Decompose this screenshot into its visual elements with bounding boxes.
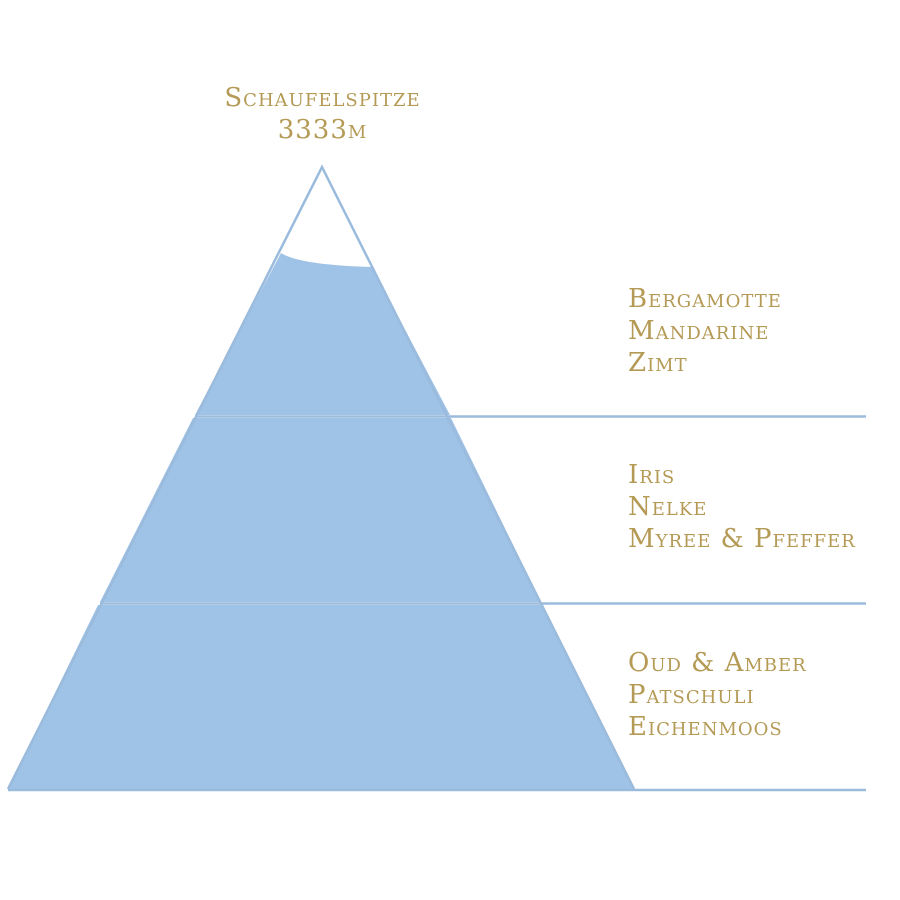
- pyramid-tier-top: [195, 253, 450, 415]
- note-item: Patschuli: [628, 680, 755, 710]
- note-item: Nelke: [628, 492, 708, 522]
- top-notes-list: Bergamotte Mandarine Zimt: [628, 283, 782, 379]
- middle-notes-list: Iris Nelke Myree & Pfeffer: [628, 459, 856, 555]
- pyramid-tier-bottom: [8, 605, 634, 789]
- pyramid-snow-cap: [281, 167, 372, 267]
- note-item: Bergamotte: [628, 284, 782, 314]
- summit-altitude: 3333m: [277, 115, 368, 145]
- note-item: Mandarine: [628, 316, 770, 346]
- pyramid-outline: [6, 164, 636, 790]
- note-item: Oud & Amber: [628, 648, 807, 678]
- summit-label: Schaufelspitze 3333m: [180, 82, 465, 146]
- note-item: Myree & Pfeffer: [628, 524, 856, 554]
- bottom-notes-list: Oud & Amber Patschuli Eichenmoos: [628, 647, 807, 743]
- note-item: Iris: [628, 460, 676, 490]
- summit-name: Schaufelspitze: [224, 83, 421, 113]
- pyramid-tier-middle: [100, 418, 541, 602]
- note-item: Zimt: [628, 348, 688, 378]
- note-item: Eichenmoos: [628, 712, 783, 742]
